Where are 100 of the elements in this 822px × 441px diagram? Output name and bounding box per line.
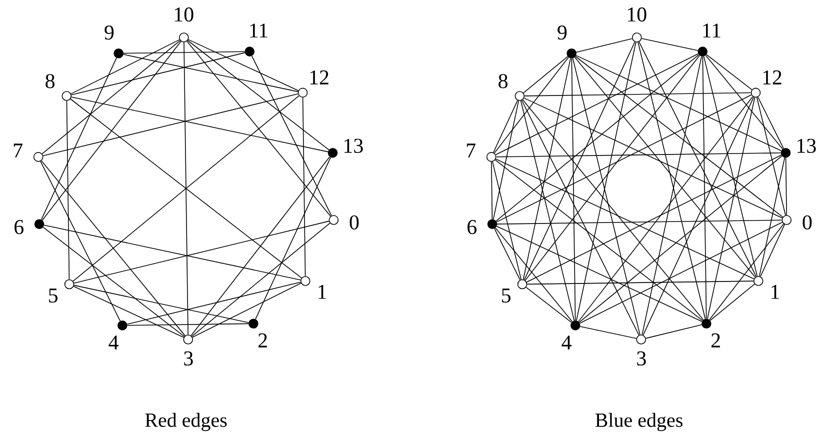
edge-line xyxy=(703,56,758,277)
edge-line xyxy=(42,226,185,337)
vertex-label: 4 xyxy=(108,336,118,350)
edge-line xyxy=(496,220,782,224)
edge-line xyxy=(571,58,576,321)
edge-line xyxy=(126,282,301,325)
vertex-label: 11 xyxy=(250,24,268,38)
edge-line xyxy=(575,56,784,218)
edge-line xyxy=(494,228,573,322)
edge-line xyxy=(526,286,572,323)
vertex-label: 5 xyxy=(49,288,58,303)
edge-line xyxy=(74,220,330,284)
vertex-label: 2 xyxy=(258,333,267,348)
edge-line xyxy=(520,100,575,322)
edge-line xyxy=(638,41,757,277)
edge-line xyxy=(186,40,331,217)
edge-line xyxy=(758,96,784,149)
vertex-label: 7 xyxy=(14,144,22,158)
edge-line xyxy=(578,156,782,323)
edge-line xyxy=(524,92,752,96)
vertex-label: 1 xyxy=(772,284,779,299)
caption: Blue edges xyxy=(595,412,682,432)
edge-line xyxy=(42,40,181,154)
edge-line xyxy=(184,42,188,335)
caption: Red edges xyxy=(145,412,227,432)
vertex-label: 4 xyxy=(562,336,572,350)
vertex-label: 10 xyxy=(628,7,646,22)
edge-line xyxy=(71,96,328,152)
edge-line xyxy=(492,161,522,280)
edge-line xyxy=(496,152,782,158)
edge-line xyxy=(41,160,186,336)
edge-line xyxy=(706,54,752,90)
edge-line xyxy=(251,56,332,216)
edge-line xyxy=(524,98,783,218)
edge-line xyxy=(710,284,755,321)
edge-line xyxy=(42,93,298,156)
edge-line xyxy=(493,100,518,153)
edge-line xyxy=(576,42,636,322)
edge-line xyxy=(524,55,700,281)
edge-line xyxy=(188,39,299,92)
edge-line xyxy=(190,156,330,336)
edge-line xyxy=(707,97,756,320)
edge-line xyxy=(66,100,70,280)
edge-line xyxy=(642,56,702,336)
vertex-label: 8 xyxy=(498,74,508,88)
vertex-label: 0 xyxy=(350,215,359,230)
edge-line xyxy=(255,156,332,320)
vertex-label: 9 xyxy=(104,26,114,40)
vertex-label: 7 xyxy=(466,144,476,158)
vertex-label: 12 xyxy=(310,70,328,84)
edge-line xyxy=(572,58,640,336)
edge-line xyxy=(123,51,246,54)
vertex-label: 8 xyxy=(46,74,54,88)
edge-line xyxy=(491,161,493,220)
edge-line xyxy=(187,40,330,150)
edge-line xyxy=(524,42,636,280)
edge-line xyxy=(574,56,756,278)
edge-line xyxy=(702,56,707,320)
edge-line xyxy=(74,284,250,323)
vertex-label: 13 xyxy=(344,138,363,153)
edge-line xyxy=(40,160,121,322)
edge-line xyxy=(522,99,704,320)
vertex-label: 13 xyxy=(798,138,816,153)
edge-line xyxy=(522,58,571,280)
vertex-label: 5 xyxy=(502,288,510,303)
edge-line xyxy=(494,160,703,321)
edge-line xyxy=(758,157,786,277)
edge-line xyxy=(526,280,754,285)
edge-line xyxy=(580,326,637,339)
edge-line xyxy=(44,224,301,280)
edge-line xyxy=(302,97,306,276)
vertex-label: 1 xyxy=(318,284,326,299)
edge-line xyxy=(785,157,787,216)
edge-line xyxy=(756,97,786,216)
vertex-label: 12 xyxy=(763,70,782,84)
edge-line xyxy=(495,158,754,280)
edge-line xyxy=(705,54,784,150)
vertex-label: 3 xyxy=(637,351,646,366)
edge-line xyxy=(70,39,180,94)
edge-line xyxy=(126,323,249,326)
edge-line xyxy=(42,40,182,221)
edge-line xyxy=(576,55,782,152)
edge-line xyxy=(494,56,569,154)
edge-line xyxy=(645,324,702,339)
edge-line xyxy=(192,282,302,338)
edge-line xyxy=(709,224,784,320)
vertex-label: 10 xyxy=(174,7,194,22)
edge-line xyxy=(526,154,782,282)
edge-line xyxy=(495,53,699,156)
edge-line xyxy=(492,100,520,220)
edge-line xyxy=(642,96,754,336)
vertex-label: 6 xyxy=(468,220,476,234)
vertex-label: 0 xyxy=(802,215,812,230)
edge-line xyxy=(760,224,785,277)
edge-line xyxy=(496,226,702,322)
edge-line xyxy=(638,42,706,320)
vertex-label: 11 xyxy=(703,24,720,38)
edge-line xyxy=(192,222,330,337)
edge-line xyxy=(641,38,698,51)
edge-line xyxy=(496,94,752,222)
